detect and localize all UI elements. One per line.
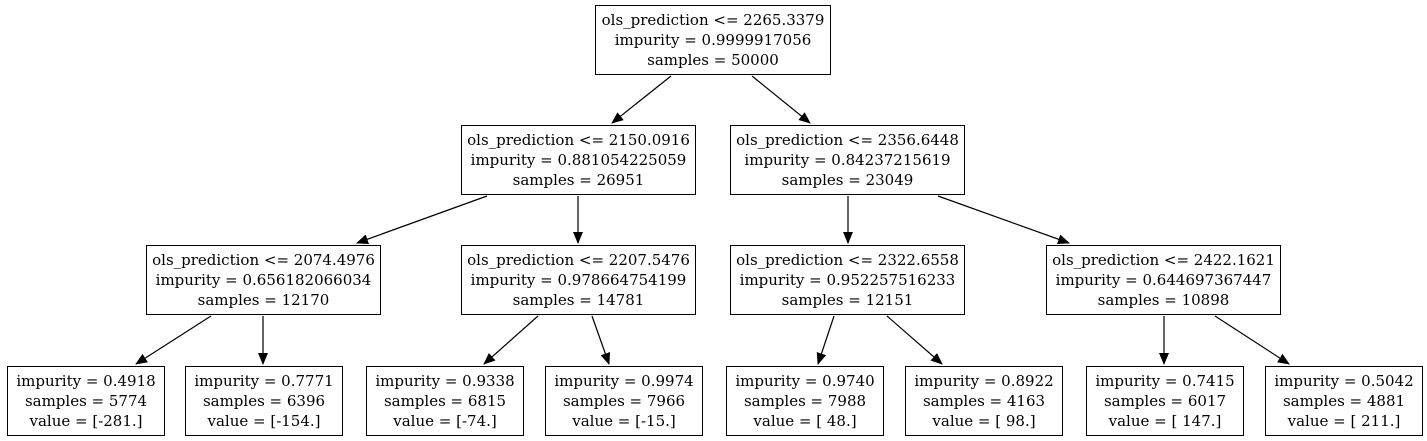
node-text-line: value = [ 147.] xyxy=(1108,412,1222,430)
node-text-line: samples = 6396 xyxy=(202,392,326,410)
node-text-line: impurity = 0.9338 xyxy=(375,372,515,390)
node-text-line: value = [-74.] xyxy=(393,412,497,430)
node-text-line: value = [-15.] xyxy=(572,412,676,430)
node-text-line: ols_prediction <= 2422.1621 xyxy=(1052,251,1275,269)
edge-n0-n1 xyxy=(611,75,672,124)
node-text-line: samples = 6017 xyxy=(1103,392,1227,410)
node-text-line: value = [-154.] xyxy=(207,412,321,430)
node-text-line: samples = 7988 xyxy=(743,392,867,410)
node-text-line: impurity = 0.9740 xyxy=(735,372,875,390)
edge-n1-n3 xyxy=(356,195,488,244)
node-text-line: ols_prediction <= 2322.6558 xyxy=(736,251,959,269)
node-text-line: impurity = 0.978664754199 xyxy=(470,271,687,289)
node-text-line: samples = 26951 xyxy=(512,171,645,189)
node-text-line: ols_prediction <= 2074.4976 xyxy=(152,251,375,269)
node-text-line: samples = 23049 xyxy=(781,171,914,189)
edge-n6-n14 xyxy=(1214,315,1290,365)
node-text-line: samples = 6815 xyxy=(383,392,507,410)
node-text-line: samples = 14781 xyxy=(512,291,645,309)
node-text-line: impurity = 0.7771 xyxy=(194,372,334,390)
edge-n2-n6 xyxy=(937,195,1070,244)
node-text-line: ols_prediction <= 2356.6448 xyxy=(736,131,959,149)
tree-node-n3: ols_prediction <= 2074.4976 impurity = 0.… xyxy=(146,245,381,315)
node-text-line: ols_prediction <= 2150.0916 xyxy=(467,131,690,149)
node-text-line: impurity = 0.656182066034 xyxy=(155,271,372,289)
tree-node-n8: impurity = 0.7771 samples = 6396 value = [… xyxy=(185,366,343,436)
node-text-line: samples = 4881 xyxy=(1282,392,1406,410)
node-text-line: impurity = 0.952257516233 xyxy=(739,271,956,289)
tree-node-n13: impurity = 0.7415 samples = 6017 value = [… xyxy=(1086,366,1244,436)
node-text-line: ols_prediction <= 2207.5476 xyxy=(467,251,690,269)
node-text-line: impurity = 0.9999917056 xyxy=(614,31,812,49)
node-text-line: impurity = 0.4918 xyxy=(16,372,156,390)
tree-node-n1: ols_prediction <= 2150.0916 impurity = 0.… xyxy=(461,125,696,195)
tree-node-n9: impurity = 0.9338 samples = 6815 value = [… xyxy=(366,366,524,436)
edge-n4-n10 xyxy=(591,315,611,365)
edge-n3-n7 xyxy=(135,315,212,365)
node-text-line: samples = 12151 xyxy=(781,291,914,309)
tree-node-n7: impurity = 0.4918 samples = 5774 value = [… xyxy=(7,366,165,436)
tree-node-n10: impurity = 0.9974 samples = 7966 value = [… xyxy=(545,366,703,436)
node-text-line: impurity = 0.5042 xyxy=(1274,372,1414,390)
edge-n0-n2 xyxy=(751,75,811,124)
node-text-line: impurity = 0.84237215619 xyxy=(744,151,951,169)
node-text-line: value = [-281.] xyxy=(29,412,143,430)
tree-node-n14: impurity = 0.5042 samples = 4881 value = [… xyxy=(1265,366,1423,436)
node-text-line: samples = 12170 xyxy=(197,291,330,309)
node-text-line: impurity = 0.644697367447 xyxy=(1055,271,1272,289)
node-text-line: value = [ 48.] xyxy=(753,412,857,430)
node-text-line: samples = 10898 xyxy=(1097,291,1230,309)
node-text-line: value = [ 211.] xyxy=(1287,412,1401,430)
node-text-line: impurity = 0.8922 xyxy=(914,372,1054,390)
tree-node-n5: ols_prediction <= 2322.6558 impurity = 0.… xyxy=(730,245,965,315)
node-text-line: impurity = 0.7415 xyxy=(1095,372,1235,390)
node-text-line: ols_prediction <= 2265.3379 xyxy=(601,11,825,29)
tree-node-n11: impurity = 0.9740 samples = 7988 value = [… xyxy=(726,366,884,436)
node-text-line: samples = 5774 xyxy=(24,392,148,410)
node-text-line: samples = 50000 xyxy=(647,51,779,69)
tree-node-n12: impurity = 0.8922 samples = 4163 value = [… xyxy=(905,366,1063,436)
tree-node-n0: ols_prediction <= 2265.3379 impurity = 0.… xyxy=(595,5,831,75)
tree-node-n4: ols_prediction <= 2207.5476 impurity = 0.… xyxy=(461,245,696,315)
node-text-line: samples = 4163 xyxy=(922,392,1046,410)
edge-n4-n9 xyxy=(483,315,539,365)
tree-node-n2: ols_prediction <= 2356.6448 impurity = 0.… xyxy=(730,125,965,195)
node-text-line: impurity = 0.881054225059 xyxy=(470,151,687,169)
edge-n5-n11 xyxy=(816,315,835,365)
node-text-line: value = [ 98.] xyxy=(932,412,1036,430)
node-text-line: samples = 7966 xyxy=(562,392,686,410)
tree-node-n6: ols_prediction <= 2422.1621 impurity = 0.… xyxy=(1046,245,1281,315)
edge-n5-n12 xyxy=(886,315,943,365)
node-text-line: impurity = 0.9974 xyxy=(554,372,694,390)
